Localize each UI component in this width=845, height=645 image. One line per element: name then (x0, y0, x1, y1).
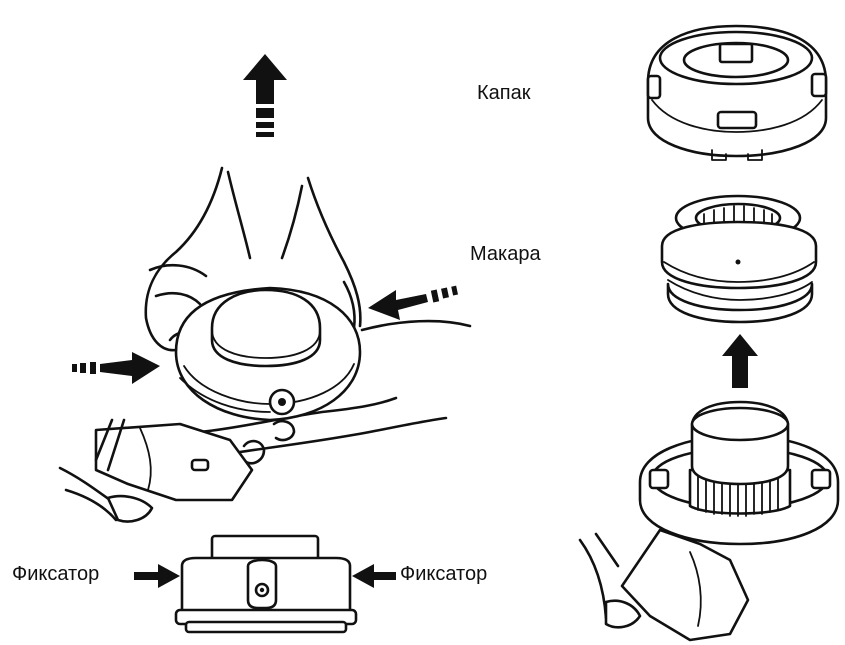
trimmer-shaft-left (58, 418, 254, 523)
cap-label: Капак (477, 82, 531, 104)
upward-arrow-right (722, 334, 758, 388)
trimmer-shaft-right (578, 528, 750, 642)
latch-arrow-right (352, 564, 396, 588)
hands-illustration (144, 166, 472, 465)
spool-part (660, 194, 818, 324)
cap-part (646, 24, 828, 161)
latch-label-right: Фиксатор (400, 563, 488, 585)
head-side-view (174, 534, 358, 634)
squeeze-arrow-right (368, 285, 458, 320)
latch-arrow-left (134, 564, 180, 588)
upward-arrow-left (243, 54, 287, 137)
trimmer-head-in-hands (174, 286, 362, 422)
spool-label: Макара (470, 243, 541, 265)
latch-label-left: Фиксатор (12, 563, 100, 585)
head-base-with-hub (638, 400, 840, 546)
squeeze-arrow-left (72, 352, 160, 384)
